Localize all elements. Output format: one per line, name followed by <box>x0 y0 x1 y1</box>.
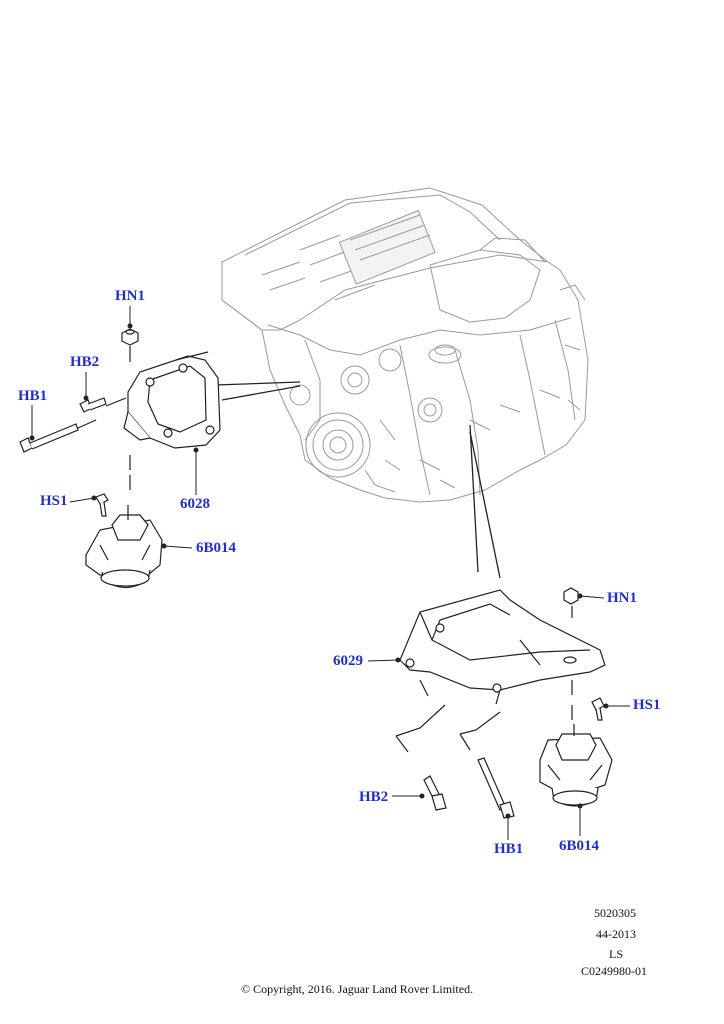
left-axis-lines <box>77 346 131 490</box>
callout-right-hn1[interactable]: HN1 <box>607 590 637 606</box>
callout-left-hb2[interactable]: HB2 <box>70 354 100 370</box>
right-fasteners <box>423 587 605 819</box>
callout-right-hb2[interactable]: HB2 <box>359 789 389 805</box>
right-bracket-6029 <box>399 589 606 693</box>
callout-left-bracket[interactable]: 6028 <box>180 496 210 512</box>
callout-left-mount[interactable]: 6B014 <box>196 540 237 556</box>
callout-right-bracket[interactable]: 6029 <box>333 653 363 669</box>
copyright-notice: © Copyright, 2016. Jaguar Land Rover Lim… <box>241 982 474 996</box>
callout-right-hs1[interactable]: HS1 <box>633 697 661 713</box>
left-fasteners <box>19 328 139 517</box>
right-mount-6b014 <box>539 724 613 807</box>
left-mount-6b014 <box>85 505 163 589</box>
callout-right-hb1[interactable]: HB1 <box>494 841 524 857</box>
engine-illustration <box>221 187 589 503</box>
leader-lines <box>214 381 501 579</box>
footer-code-3: LS <box>609 947 624 961</box>
callout-right-mount[interactable]: 6B014 <box>559 838 600 854</box>
callout-left-hs1[interactable]: HS1 <box>40 493 68 509</box>
footer-code-2: 44-2013 <box>596 927 636 941</box>
footer-code-1: 5020305 <box>594 906 636 920</box>
left-bracket-6028 <box>123 351 221 449</box>
footer-code-4: C0249980-01 <box>581 964 647 978</box>
right-axis-lines <box>395 606 573 753</box>
callout-left-hn1[interactable]: HN1 <box>115 288 145 304</box>
callout-left-hb1[interactable]: HB1 <box>18 388 48 404</box>
callout-leaders <box>29 306 630 840</box>
